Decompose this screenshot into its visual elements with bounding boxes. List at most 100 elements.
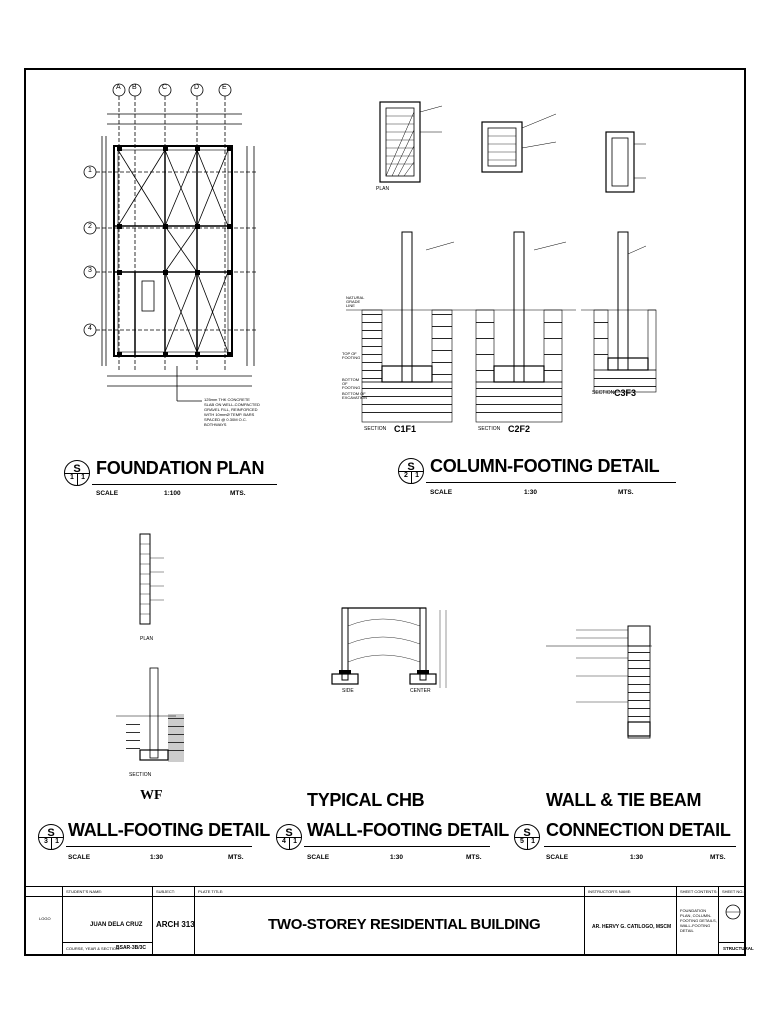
scale-unit: MTS. <box>466 854 482 861</box>
scale-value: 1:100 <box>164 490 181 497</box>
scale-value: 1:30 <box>150 854 164 861</box>
tb-divider <box>152 886 153 956</box>
column-footing-title: COLUMN-FOOTING DETAIL <box>430 456 660 476</box>
tb-divider <box>62 942 152 943</box>
bubble-num-right: 1 <box>531 838 535 845</box>
detail-bubble-4: S 4 1 <box>276 824 302 850</box>
chb-title-line1: TYPICAL CHB <box>307 790 425 810</box>
scale-unit: MTS. <box>618 489 634 496</box>
scale-label: SCALE <box>307 854 330 861</box>
wall-footing-title: WALL-FOOTING DETAIL <box>68 820 270 840</box>
title-block-subline <box>26 896 744 897</box>
title-block-border <box>26 886 744 887</box>
plan-label: PLAN <box>376 186 390 192</box>
bubble-num-right: 1 <box>415 472 419 479</box>
foundation-plan-title: FOUNDATION PLAN <box>96 458 265 478</box>
bubble-code: S <box>285 827 293 839</box>
course-label: COURSE, YEAR & SECTION: <box>66 946 120 951</box>
tie-beam-title-line2: CONNECTION DETAIL <box>546 820 731 840</box>
wf-section-label: SECTION <box>129 772 152 778</box>
tb-divider <box>62 886 63 956</box>
wf-plan-label: PLAN <box>140 636 154 642</box>
tb-divider <box>718 886 719 956</box>
section-label-3: SECTION <box>592 390 615 396</box>
label-top-footing: TOP OF FOOTING <box>342 351 361 360</box>
bubble-num-left: 2 <box>404 472 408 479</box>
scale-label: SCALE <box>96 490 119 497</box>
sheet-contents: FOUNDATION PLAN, COLUMN-FOOTING DETAILS,… <box>680 908 717 933</box>
label-natural-grade: NATURAL GRADE LINE <box>346 295 365 308</box>
bubble-num-right: 1 <box>293 838 297 845</box>
instructor-label: INSTRUCTOR'S NAME: <box>588 889 632 894</box>
scale-value: 1:30 <box>390 854 404 861</box>
instructor-name: AR. HERVY G. CATILOGO, MSCM <box>592 924 672 930</box>
grid-number-4: 4 <box>88 325 92 332</box>
scale-line <box>92 484 277 485</box>
scale-line <box>426 482 676 483</box>
detail-bubble-2: S 2 1 <box>398 458 424 484</box>
bubble-code: S <box>47 827 55 839</box>
grid-number-3: 3 <box>88 267 92 274</box>
scale-line <box>544 846 736 847</box>
tb-divider <box>718 942 746 943</box>
drawing-sheet: A B C D E 1 2 3 4 125mm THK CONCRETE SLA… <box>24 68 754 956</box>
foundation-plan-drawing <box>83 83 257 402</box>
subject-label: SUBJECT: <box>156 889 175 894</box>
grid-letter-d: D <box>194 84 200 91</box>
grid-letter-a: A <box>116 84 121 91</box>
detail-bubble-5: S 5 1 <box>514 824 540 850</box>
scale-line <box>66 846 252 847</box>
scale-value: 1:30 <box>524 489 538 496</box>
bubble-code: S <box>73 463 81 475</box>
column-footing-drawing <box>346 101 657 423</box>
logo-label: LOGO <box>39 916 51 921</box>
chb-footing-drawing <box>331 607 447 688</box>
bubble-code: S <box>523 827 531 839</box>
wall-footing-drawing <box>116 533 184 762</box>
detail-bubble-3: S 3 1 <box>38 824 64 850</box>
sheet-contents-label: SHEET CONTENTS: <box>680 889 718 894</box>
slab-note: 125mm THK CONCRETE SLAB ON WELL-COMPACTE… <box>204 397 260 427</box>
scale-label: SCALE <box>546 854 569 861</box>
side-label: SIDE <box>342 688 354 694</box>
section-label-2: SECTION <box>478 426 501 432</box>
grid-letter-b: B <box>132 84 137 91</box>
label-bottom-excavation: BOTTOM OF EXCAVATION <box>342 391 367 400</box>
sheet-no-label: SHEET NO.: <box>722 889 745 894</box>
discipline-label: STRUCTURAL <box>723 946 754 951</box>
tie-beam-title-line1: WALL & TIE BEAM <box>546 790 702 810</box>
bubble-num-left: 4 <box>282 838 286 845</box>
scale-unit: MTS. <box>230 490 246 497</box>
scale-line <box>304 846 490 847</box>
grid-letter-c: C <box>162 84 168 91</box>
center-label: CENTER <box>410 688 431 694</box>
grid-number-2: 2 <box>88 223 92 230</box>
tb-divider <box>194 886 195 956</box>
bubble-num-left: 3 <box>44 838 48 845</box>
scale-value: 1:30 <box>630 854 644 861</box>
scale-label: SCALE <box>68 854 91 861</box>
scale-unit: MTS. <box>710 854 726 861</box>
footing-c1f1: C1F1 <box>394 424 417 434</box>
course-value: BSAR-3B/3C <box>116 945 147 951</box>
plate-title: TWO-STOREY RESIDENTIAL BUILDING <box>268 916 541 933</box>
grid-number-1: 1 <box>88 167 92 174</box>
detail-bubble-1: S 1 1 <box>64 460 90 486</box>
grid-letter-e: E <box>222 84 227 91</box>
bubble-num-left: 1 <box>70 474 74 481</box>
bubble-num-left: 5 <box>520 838 524 845</box>
footing-c3f3: C3F3 <box>614 388 637 398</box>
plate-title-label: PLATE TITLE: <box>198 889 224 894</box>
scale-label: SCALE <box>430 489 453 496</box>
tb-divider <box>584 886 585 956</box>
chb-title-line2: WALL-FOOTING DETAIL <box>307 820 509 840</box>
footing-c2f2: C2F2 <box>508 424 531 434</box>
scale-unit: MTS. <box>228 854 244 861</box>
bubble-num-right: 1 <box>55 838 59 845</box>
students-name-label: STUDENT'S NAME: <box>66 889 103 894</box>
label-bottom-footing: BOTTOM OF FOOTING <box>342 377 361 390</box>
bubble-code: S <box>407 461 415 473</box>
bubble-num-right: 1 <box>81 474 85 481</box>
tie-beam-drawing <box>546 625 652 739</box>
wf-code: WF <box>140 788 163 803</box>
